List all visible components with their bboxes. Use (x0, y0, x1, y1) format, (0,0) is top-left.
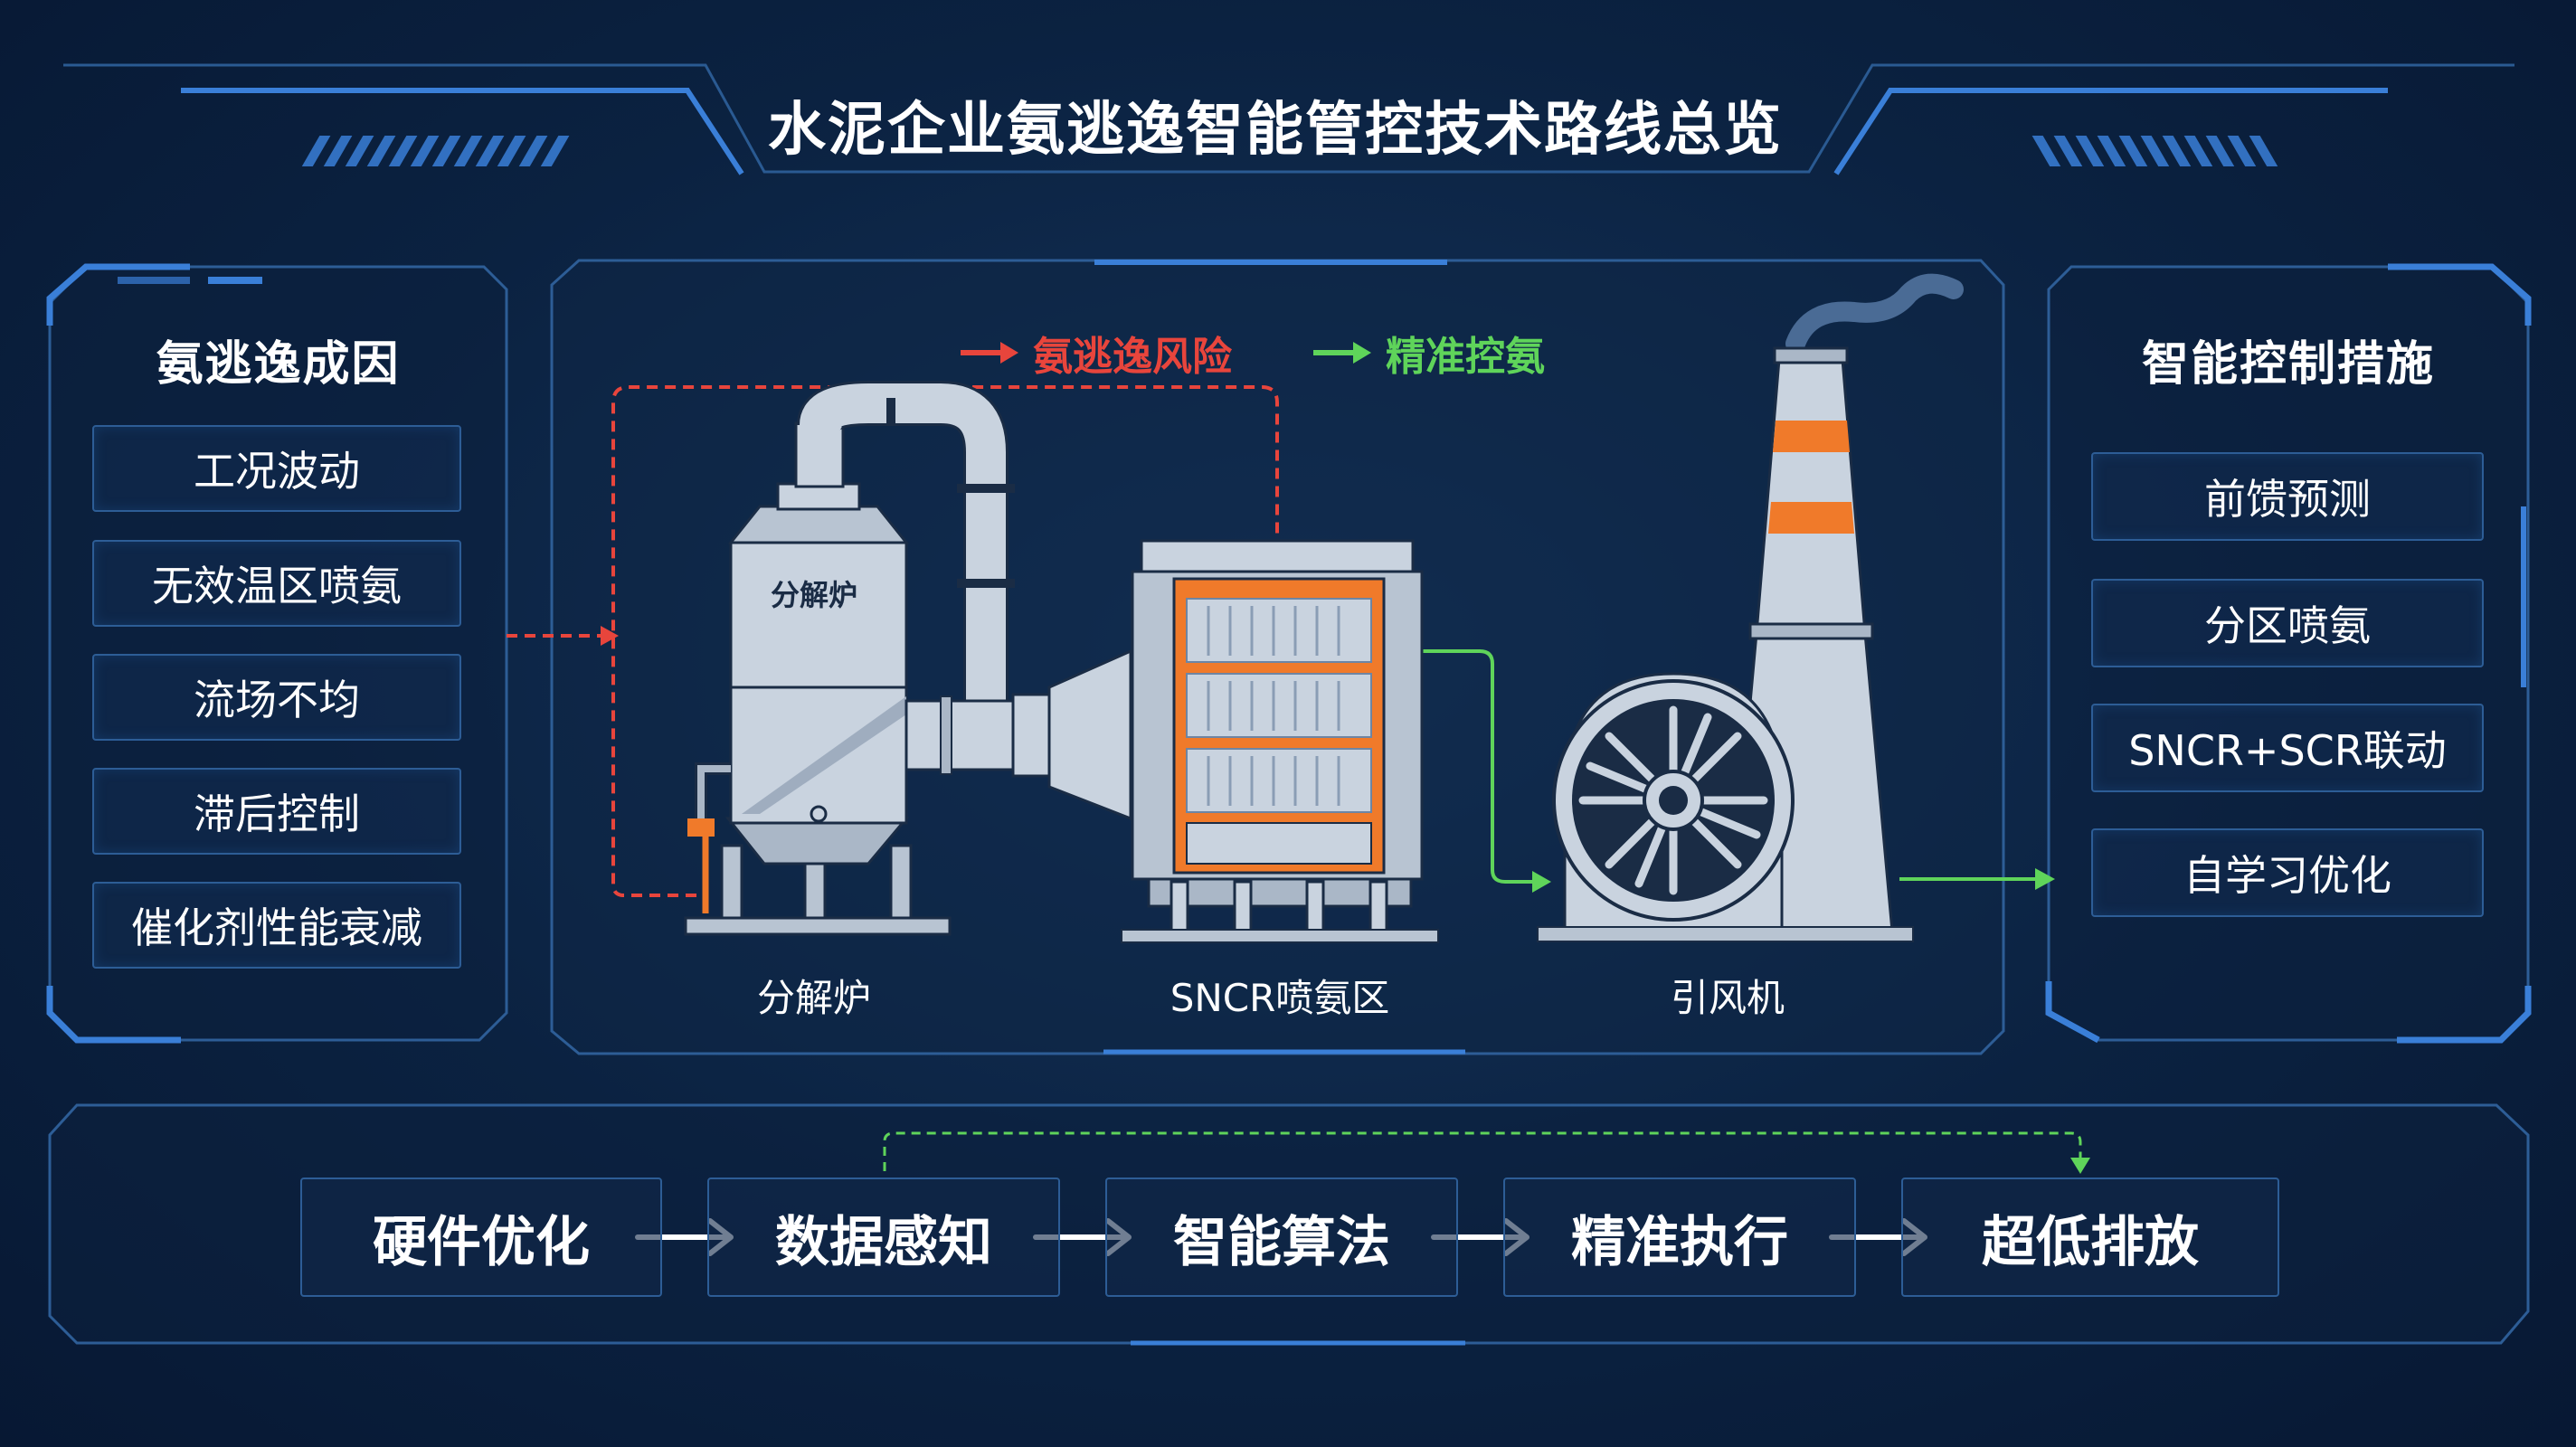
control-flow-paths (1422, 649, 2037, 884)
roadmap-step-execution[interactable]: 精准执行 (1503, 1177, 1856, 1297)
furnace-illustration (684, 381, 1132, 936)
cause-item-invalid-temp-zone[interactable]: 无效温区喷氨 (92, 540, 461, 627)
risk-arrow-icon (961, 342, 1018, 364)
cause-item-working-condition[interactable]: 工况波动 (92, 425, 461, 512)
cause-item-catalyst-decay[interactable]: 催化剂性能衰减 (92, 882, 461, 969)
roadmap-step-algorithm[interactable]: 智能算法 (1105, 1177, 1458, 1297)
cause-item-uneven-flow[interactable]: 流场不均 (92, 654, 461, 741)
measure-item-zoned-injection[interactable]: 分区喷氨 (2091, 579, 2484, 667)
measure-item-self-learning[interactable]: 自学习优化 (2091, 828, 2484, 917)
control-arrow-icon (1313, 342, 1371, 364)
roadmap-step-ultra-low[interactable]: 超低排放 (1901, 1177, 2279, 1297)
roadmap-feedback-loop (883, 1131, 2082, 1171)
measure-item-feedforward[interactable]: 前馈预测 (2091, 452, 2484, 541)
fan-label: 引风机 (1670, 976, 1785, 1020)
cause-item-lag-control[interactable]: 滞后控制 (92, 768, 461, 855)
roadmap-feedback-arrowhead (2070, 1158, 2090, 1174)
causes-panel-title: 氨逃逸成因 (156, 337, 401, 392)
legend-risk-label: 氨逃逸风险 (1033, 334, 1232, 380)
measure-item-sncr-scr-link[interactable]: SNCR+SCR联动 (2091, 704, 2484, 792)
fan-stack-illustration (1537, 273, 1964, 942)
measures-panel-title: 智能控制措施 (2141, 337, 2435, 392)
control-arrowhead-right (2035, 868, 2055, 890)
legend-control: 精准控氨 (1312, 324, 1545, 382)
roadmap-step-data-sensing[interactable]: 数据感知 (707, 1177, 1060, 1297)
roadmap-step-hardware[interactable]: 硬件优化 (300, 1177, 662, 1297)
sncr-illustration (1121, 539, 1439, 943)
furnace-inner-label: 分解炉 (771, 578, 858, 612)
furnace-label: 分解炉 (756, 976, 871, 1020)
risk-arrowhead-furnace (601, 626, 619, 646)
sncr-label: SNCR喷氨区 (1170, 976, 1390, 1020)
title-bar-decoration (63, 63, 2514, 175)
control-arrowhead-fan (1532, 871, 1551, 893)
risk-flow-paths (507, 385, 1279, 897)
page-title: 水泥企业氨逃逸智能管控技术路线总览 (768, 97, 1783, 164)
legend-risk: 氨逃逸风险 (959, 324, 1232, 382)
legend-control-label: 精准控氨 (1386, 334, 1545, 380)
